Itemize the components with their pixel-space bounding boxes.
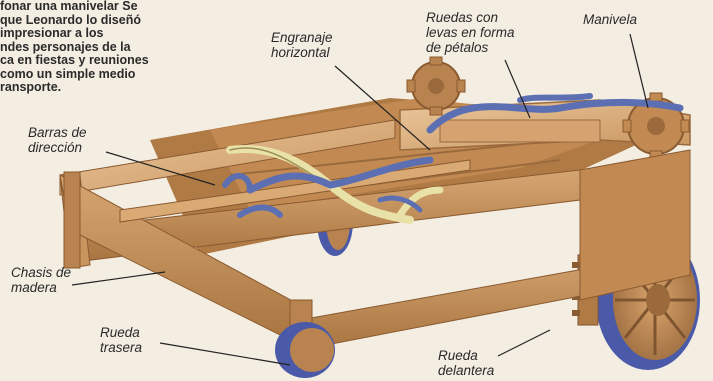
leader-lines	[71, 33, 649, 366]
chassis-frame	[59, 119, 691, 353]
intro-text: fonar una manivelar Se que Leonardo lo d…	[0, 0, 149, 94]
label-chasis-de-madera: Chasis de madera	[11, 265, 72, 295]
label-manivela: Manivela	[583, 12, 638, 27]
leaf-springs	[426, 93, 684, 134]
label-barras-de-direccion: Barras de dirección	[28, 125, 87, 155]
upper-mechanism	[399, 99, 691, 151]
label-rueda-delantera: Rueda delantera	[438, 348, 495, 378]
gear-crank	[622, 92, 690, 160]
gear-left	[406, 56, 466, 116]
label-engranaje-horizontal: Engranaje horizontal	[271, 30, 333, 60]
label-ruedas-con-levas: Ruedas con levas en forma de pétalos	[426, 10, 515, 55]
rear-wheel	[275, 322, 335, 378]
steering-bars	[222, 145, 444, 224]
label-rueda-trasera: Rueda trasera	[100, 325, 143, 355]
